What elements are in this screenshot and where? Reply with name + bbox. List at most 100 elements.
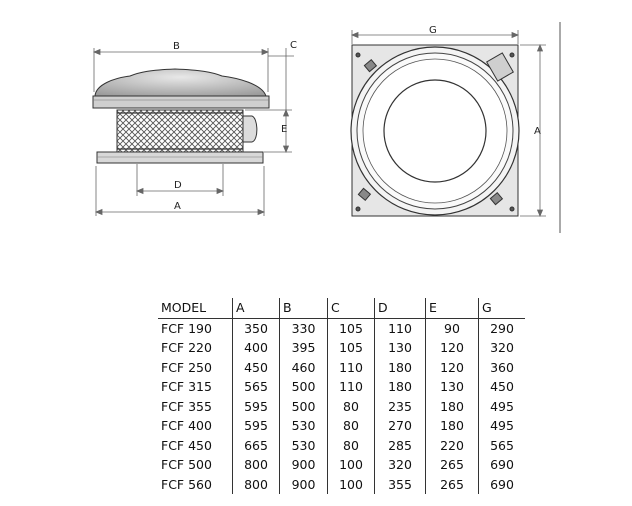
value-cell: 665	[232, 435, 280, 455]
header-c: C	[327, 298, 375, 319]
header-g: G	[478, 298, 525, 319]
value-cell: 530	[279, 435, 328, 455]
side-view-dimensions	[92, 48, 294, 216]
value-cell: 105	[327, 338, 375, 358]
value-cell: 80	[327, 396, 375, 416]
value-cell: 110	[327, 377, 375, 397]
value-cell: 270	[374, 416, 426, 436]
model-cell: FCF 250	[161, 359, 212, 375]
value-cell: 180	[374, 357, 426, 377]
top-view-fan	[350, 44, 520, 217]
value-cell: 595	[232, 396, 280, 416]
value-cell: 565	[478, 435, 525, 455]
value-cell: 110	[374, 318, 426, 338]
value-cell: 495	[478, 416, 525, 436]
value-cell: 290	[478, 318, 525, 338]
hood-rim	[92, 95, 270, 109]
dim-label-g: G	[429, 25, 437, 36]
value-cell: 450	[478, 377, 525, 397]
model-cell: FCF 190	[161, 320, 212, 336]
dim-label-e: E	[281, 124, 287, 135]
table-header-row: MODEL A B C D E G	[158, 298, 525, 319]
header-d: D	[374, 298, 426, 319]
value-cell: 495	[478, 396, 525, 416]
mount-hole	[509, 206, 515, 212]
value-cell: 90	[425, 318, 479, 338]
header-b: B	[279, 298, 328, 319]
inner-outlet-circle	[383, 79, 487, 183]
value-cell: 120	[425, 357, 479, 377]
header-a: A	[232, 298, 280, 319]
value-cell: 460	[279, 357, 328, 377]
side-view-fan	[92, 68, 270, 164]
value-cell: 690	[478, 455, 525, 475]
value-cell: 120	[425, 338, 479, 358]
value-cell: 320	[374, 455, 426, 475]
model-cell: FCF 560	[161, 476, 212, 492]
mount-hole	[509, 52, 515, 58]
value-cell: 130	[425, 377, 479, 397]
model-cell: FCF 400	[161, 418, 212, 433]
value-cell: 360	[478, 357, 525, 377]
model-cell: FCF 315	[161, 379, 212, 394]
value-cell: 285	[374, 435, 426, 455]
value-cell: 100	[327, 474, 375, 494]
fan-base	[96, 151, 264, 164]
value-cell: 690	[478, 474, 525, 494]
value-cell: 400	[232, 338, 280, 358]
value-cell: 130	[374, 338, 426, 358]
value-cell: 100	[327, 455, 375, 475]
value-cell: 80	[327, 435, 375, 455]
value-cell: 105	[327, 318, 375, 338]
dim-label-a-side: A	[174, 201, 181, 212]
value-cell: 180	[374, 377, 426, 397]
value-cell: 80	[327, 416, 375, 436]
value-cell: 395	[279, 338, 328, 358]
top-view-dimensions	[350, 30, 546, 218]
model-cell: FCF 500	[161, 457, 212, 472]
value-cell: 350	[232, 318, 280, 338]
mount-hole	[355, 206, 361, 212]
technical-drawing: B C E D A G A	[92, 22, 561, 233]
value-cell: 220	[425, 435, 479, 455]
dim-label-c: C	[290, 40, 297, 51]
value-cell: 450	[232, 357, 280, 377]
value-cell: 180	[425, 416, 479, 436]
model-cell: FCF 220	[161, 340, 212, 355]
value-cell: 800	[232, 474, 280, 494]
value-cell: 265	[425, 474, 479, 494]
value-cell: 900	[279, 474, 328, 494]
model-cell: FCF 450	[161, 437, 212, 453]
motor-mesh	[116, 109, 244, 153]
value-cell: 530	[279, 416, 328, 436]
value-cell: 500	[279, 377, 328, 397]
value-cell: 320	[478, 338, 525, 358]
value-cell: 330	[279, 318, 328, 338]
mount-hole	[355, 52, 361, 58]
dim-label-a-top: A	[534, 126, 541, 137]
dim-label-d: D	[174, 180, 182, 191]
model-cell: FCF 355	[161, 398, 212, 414]
value-cell: 595	[232, 416, 280, 436]
fan-hood	[94, 68, 267, 97]
value-cell: 180	[425, 396, 479, 416]
terminal-box	[242, 115, 258, 143]
value-cell: 235	[374, 396, 426, 416]
header-e: E	[425, 298, 479, 319]
value-cell: 265	[425, 455, 479, 475]
value-cell: 565	[232, 377, 280, 397]
terminal-box-top	[486, 52, 514, 82]
value-cell: 900	[279, 455, 328, 475]
value-cell: 110	[327, 357, 375, 377]
